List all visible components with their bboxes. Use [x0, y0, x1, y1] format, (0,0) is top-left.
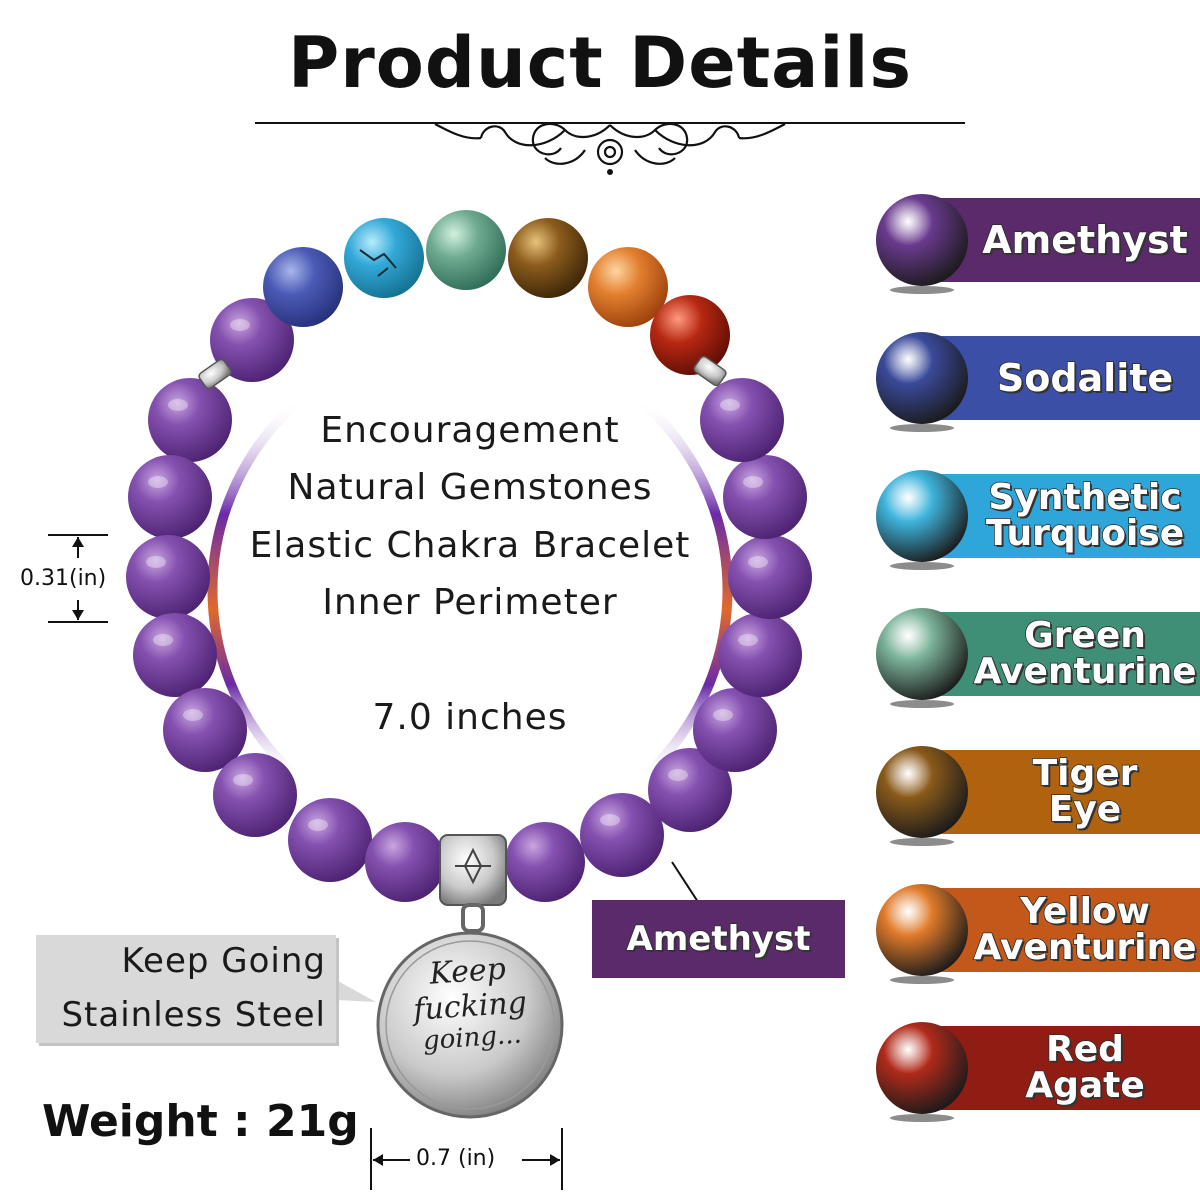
- charm-engraving: Keep fucking going...: [392, 950, 549, 1059]
- charm-info-line-1: Keep Going: [121, 941, 326, 981]
- center-line-2: Natural Gemstones: [287, 467, 653, 508]
- amethyst-callout-label: Amethyst: [626, 919, 811, 959]
- gem-label-line: Yellow: [1019, 891, 1150, 932]
- gem-label-line: Sodalite: [996, 356, 1174, 400]
- amethyst-beads: [126, 298, 812, 902]
- amethyst-callout-tag: Amethyst: [592, 900, 845, 978]
- gem-bead-icon: [876, 884, 968, 984]
- gem-bead-shadow: [890, 1114, 954, 1122]
- gem-bead-icon: [876, 470, 968, 570]
- gem-label-line: Amethyst: [981, 218, 1188, 262]
- gem-bead-icon: [876, 746, 968, 846]
- ornament-divider: [255, 122, 965, 175]
- gem-bead-circle: [876, 470, 968, 562]
- gem-bead-shadow: [890, 424, 954, 432]
- bracelet-illustration: [48, 210, 812, 1190]
- gem-bead-icon: [876, 608, 968, 708]
- gem-bead-circle: [876, 1022, 968, 1114]
- gem-label-line: Aventurine: [973, 927, 1198, 968]
- gem-label-line: Red: [1045, 1029, 1124, 1070]
- center-line-3: Elastic Chakra Bracelet: [249, 525, 691, 566]
- gem-bead-icon: [876, 332, 968, 432]
- gem-label-line: Synthetic: [988, 477, 1183, 518]
- inner-perimeter-value: 7.0 inches: [372, 697, 568, 738]
- charm-info-box: Keep Going Stainless Steel: [36, 935, 336, 1043]
- gem-bead-circle: [876, 746, 968, 838]
- gem-bead-circle: [876, 884, 968, 976]
- gem-label-line: Turquoise: [985, 513, 1185, 554]
- charm-size-label: 0.7 (in): [416, 1146, 496, 1171]
- gem-label-line: Tiger: [1032, 753, 1138, 794]
- gem-label-line: Aventurine: [973, 651, 1198, 692]
- gem-bead-circle: [876, 332, 968, 424]
- center-line-4: Inner Perimeter: [322, 582, 618, 623]
- gem-bead-icon: [876, 194, 968, 294]
- charm-info-line-2: Stainless Steel: [61, 995, 326, 1035]
- gem-bead-shadow: [890, 838, 954, 846]
- gem-bead-shadow: [890, 562, 954, 570]
- gem-label-line: Agate: [1024, 1065, 1145, 1106]
- gem-bead-icon: [876, 1022, 968, 1122]
- gem-row: Amethyst: [870, 190, 1200, 300]
- bead-size-label: 0.31(in): [20, 566, 107, 591]
- gem-label-band: Amethyst: [940, 198, 1200, 282]
- gem-label-line: Green: [1023, 615, 1146, 656]
- center-line-1: Encouragement: [320, 410, 620, 451]
- gem-bead-shadow: [890, 286, 954, 294]
- weight-label: Weight : 21g: [42, 1096, 359, 1147]
- gem-bead-shadow: [890, 700, 954, 708]
- gem-bead-circle: [876, 608, 968, 700]
- gem-label-band: Sodalite: [940, 336, 1200, 420]
- gem-row: Sodalite: [870, 328, 1200, 438]
- page-title: Product Details: [287, 22, 913, 104]
- gem-label-line: Eye: [1048, 789, 1122, 830]
- gem-bead-circle: [876, 194, 968, 286]
- gem-bead-shadow: [890, 976, 954, 984]
